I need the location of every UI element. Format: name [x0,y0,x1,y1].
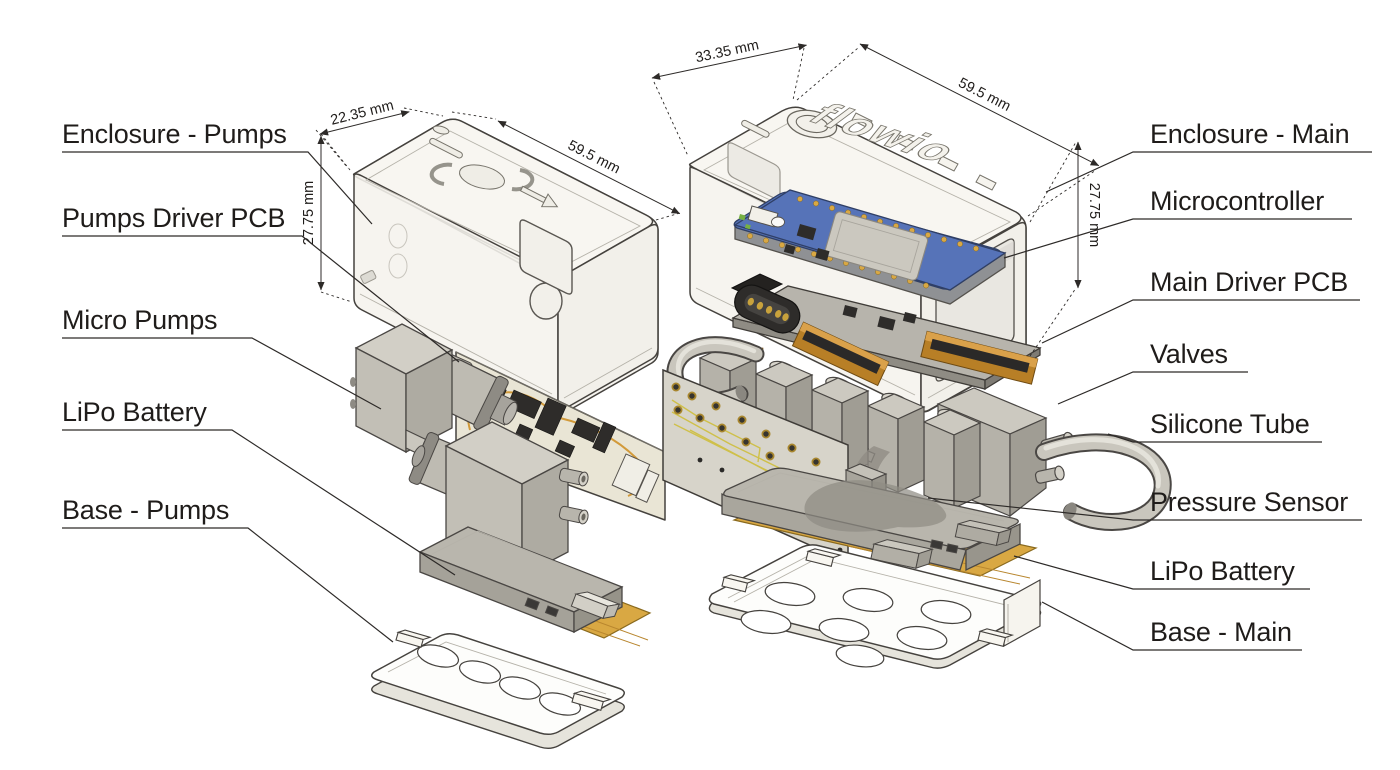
copper-connector-1 [791,321,890,387]
far-wall-port [360,270,377,284]
mcu-hole [771,216,785,228]
far-wall-cutout [388,223,408,279]
callout-label: Micro Pumps [62,305,217,335]
callout-label: LiPo Battery [1150,556,1295,586]
callout-pressure-sensor: Pressure Sensor [927,487,1362,521]
svg-text:59.5 mm: 59.5 mm [565,138,623,178]
magnetic-connector [730,273,801,357]
base-pumps-part [371,629,625,749]
callout-enclosure-main: Enclosure - Main [1045,119,1372,193]
callout-label: Base - Pumps [62,495,229,525]
callout-pumps-driver-pcb: Pumps Driver PCB [62,203,460,363]
silicone-pad [804,480,947,532]
callout-silicone-tube: Silicone Tube [1107,409,1322,443]
microcontroller-part [733,189,1007,305]
callout-enclosure-pumps: Enclosure - Pumps [62,119,373,225]
base-main-part [708,544,1042,669]
driver-chips [842,304,917,331]
svg-text:59.5 mm: 59.5 mm [956,75,1014,115]
callout-label: Enclosure - Pumps [62,119,287,149]
callout-label: Valves [1150,339,1228,369]
callout-lipo-battery-pumps: LiPo Battery [62,397,456,576]
callout-base-pumps: Base - Pumps [62,495,394,643]
main-driver-pcb-part [730,273,1042,391]
top-slot [429,137,463,159]
callouts-right: Enclosure - Main Microcontroller Main Dr… [927,119,1372,651]
silicone-tube-right [1035,433,1172,532]
lipo-battery-pumps-part [418,526,652,647]
mcu-shield [824,211,929,281]
pump-ports [558,467,589,525]
top-hole [432,125,450,135]
callout-label: Pressure Sensor [1150,487,1348,517]
callout-label: Enclosure - Main [1150,119,1349,149]
callouts-left: Enclosure - Pumps Pumps Driver PCB Micro… [62,119,460,643]
copper-connector-2 [920,330,1039,385]
callout-label: Microcontroller [1150,186,1324,216]
battery-board-components [524,591,622,619]
base-pumps-holes [416,644,582,716]
svg-text:27.75 mm: 27.75 mm [1086,183,1102,247]
base-main-holes [740,581,972,668]
right-assembly: flowio [662,97,1172,669]
callout-label: Base - Main [1150,617,1292,647]
base-pumps-clips [395,629,613,711]
callout-label: Silicone Tube [1150,409,1310,439]
enclosure-pumps-window [519,219,573,320]
svg-text:27.75 mm: 27.75 mm [301,181,317,245]
base-main-wall [1003,578,1041,648]
pump-a-block [354,323,454,454]
svg-text:22.35 mm: 22.35 mm [329,98,395,129]
callout-label: Main Driver PCB [1150,267,1348,297]
base-main-clips [721,548,1015,647]
valve-pcb-holes [671,382,821,467]
callout-microcontroller: Microcontroller [1003,186,1352,259]
callout-valves: Valves [1057,339,1248,405]
mcu-chips [783,223,830,261]
dim-main-height: 27.75 mm [1029,141,1102,357]
callout-lipo-battery-main: LiPo Battery [1013,555,1310,590]
callout-main-driver-pcb: Main Driver PCB [1041,267,1360,344]
battery-main-components [870,519,1012,569]
top-slot-main [741,119,770,138]
mcu-led [738,214,746,221]
callout-base-main: Base - Main [1041,601,1302,651]
callout-micro-pumps: Micro Pumps [62,305,382,410]
pump-sockets [611,453,660,503]
dim-pumps-height: 27.75 mm [301,133,353,303]
left-assembly [350,118,666,749]
valve-5 [922,408,982,509]
lipo-battery-main-part [721,467,1038,585]
callout-label: Pumps Driver PCB [62,203,285,233]
callout-label: LiPo Battery [62,397,207,427]
